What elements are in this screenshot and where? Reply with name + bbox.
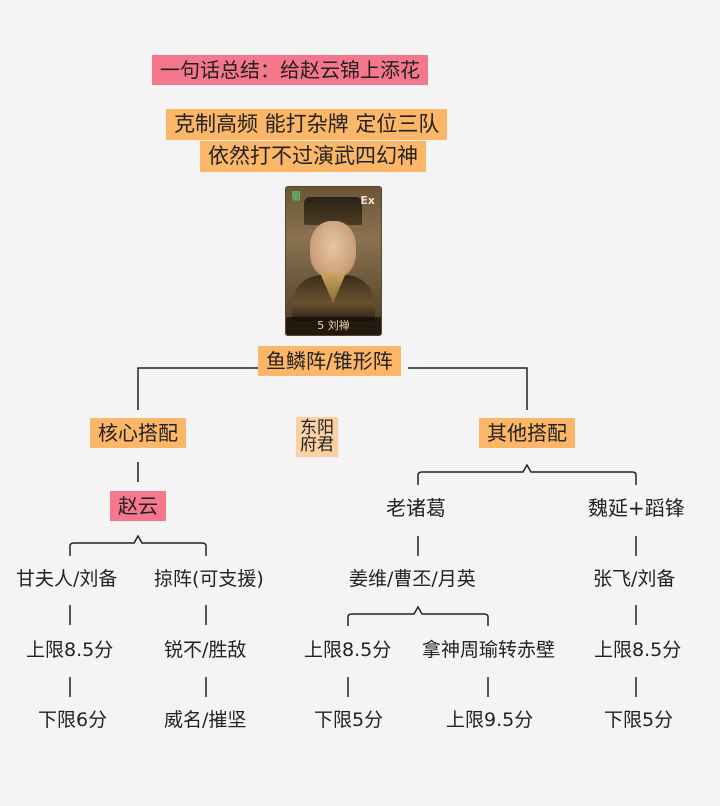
core-right-name: 掠阵(可支援) [154, 568, 264, 590]
zhuge-left-lower: 下限5分 [314, 709, 384, 731]
hero-caption: 5 刘禅 [286, 317, 381, 335]
formation-connector-right [408, 367, 528, 410]
zhuge-right-name: 拿神周瑜转赤壁 [422, 639, 556, 661]
core-left-lower: 下限6分 [38, 709, 108, 731]
other-label: 其他搭配 [479, 418, 575, 448]
side-note: 东阳 府君 [296, 417, 338, 457]
tier-badge: Ex [360, 194, 375, 207]
subtitle-line-2: 依然打不过演武四幻神 [200, 141, 426, 172]
zhuge-name: 老诸葛 [386, 496, 446, 520]
core-label: 核心搭配 [90, 418, 186, 448]
side-note-line-1: 东阳 [300, 418, 334, 438]
faction-badge: 蜀 [291, 192, 301, 203]
formation-connector [137, 367, 258, 410]
zhaoyun-branch [69, 534, 207, 556]
weiyan-partners: 张飞/刘备 [593, 568, 676, 590]
formation-label: 鱼鳞阵/锥形阵 [258, 346, 401, 376]
zhuge-left-upper: 上限8.5分 [304, 639, 392, 661]
weiyan-name: 魏延+蹈锋 [588, 496, 685, 520]
summary-title: 一句话总结：给赵云锦上添花 [152, 55, 428, 85]
subtitle-line-1: 克制高频 能打杂牌 定位三队 [166, 109, 448, 140]
zhuge-branch [347, 605, 489, 626]
core-left-upper: 上限8.5分 [26, 639, 114, 661]
side-note-line-2: 府君 [300, 435, 334, 455]
hero-crown [304, 197, 362, 225]
core-right-skills: 威名/摧坚 [164, 709, 247, 731]
zhuge-partners: 姜维/曹丕/月英 [349, 568, 476, 590]
core-right-counters: 锐不/胜敌 [164, 639, 247, 661]
core-main-hero: 赵云 [110, 491, 166, 521]
zhuge-right-upper: 上限9.5分 [446, 709, 534, 731]
weiyan-upper: 上限8.5分 [594, 639, 682, 661]
weiyan-lower: 下限5分 [604, 709, 674, 731]
hero-face [310, 221, 356, 277]
core-left-name: 甘夫人/刘备 [16, 568, 118, 590]
other-branch [417, 463, 637, 485]
hero-card: 蜀 Ex 5 刘禅 [285, 186, 382, 336]
